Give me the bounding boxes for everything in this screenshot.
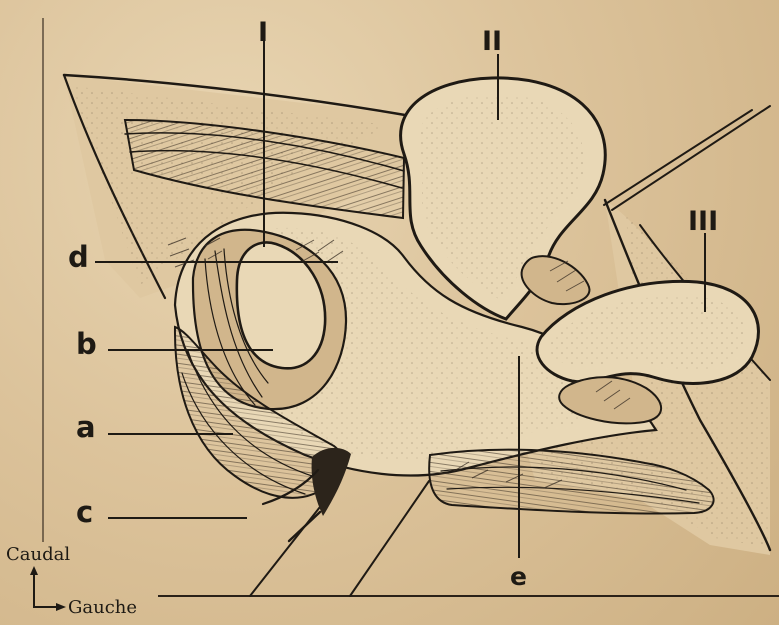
- label-iii: III: [688, 206, 718, 237]
- label-d: d: [68, 240, 89, 274]
- orientation-gauche: Gauche: [68, 597, 137, 618]
- label-c: c: [76, 495, 93, 529]
- label-a: a: [76, 410, 96, 444]
- lower-dark-ridge: [312, 448, 351, 516]
- label-i: I: [258, 17, 268, 48]
- label-ii: II: [482, 26, 502, 57]
- orientation-right-arrowhead: [56, 603, 66, 611]
- label-e: e: [510, 562, 527, 591]
- lower-instrument-right: [350, 481, 429, 596]
- label-b: b: [76, 327, 97, 361]
- orientation-arrows: [34, 572, 57, 607]
- orientation-up-arrowhead: [30, 566, 38, 575]
- right-instrument-upper: [604, 110, 752, 205]
- upper-right-fold: [522, 256, 590, 304]
- orientation-caudal: Caudal: [6, 544, 70, 565]
